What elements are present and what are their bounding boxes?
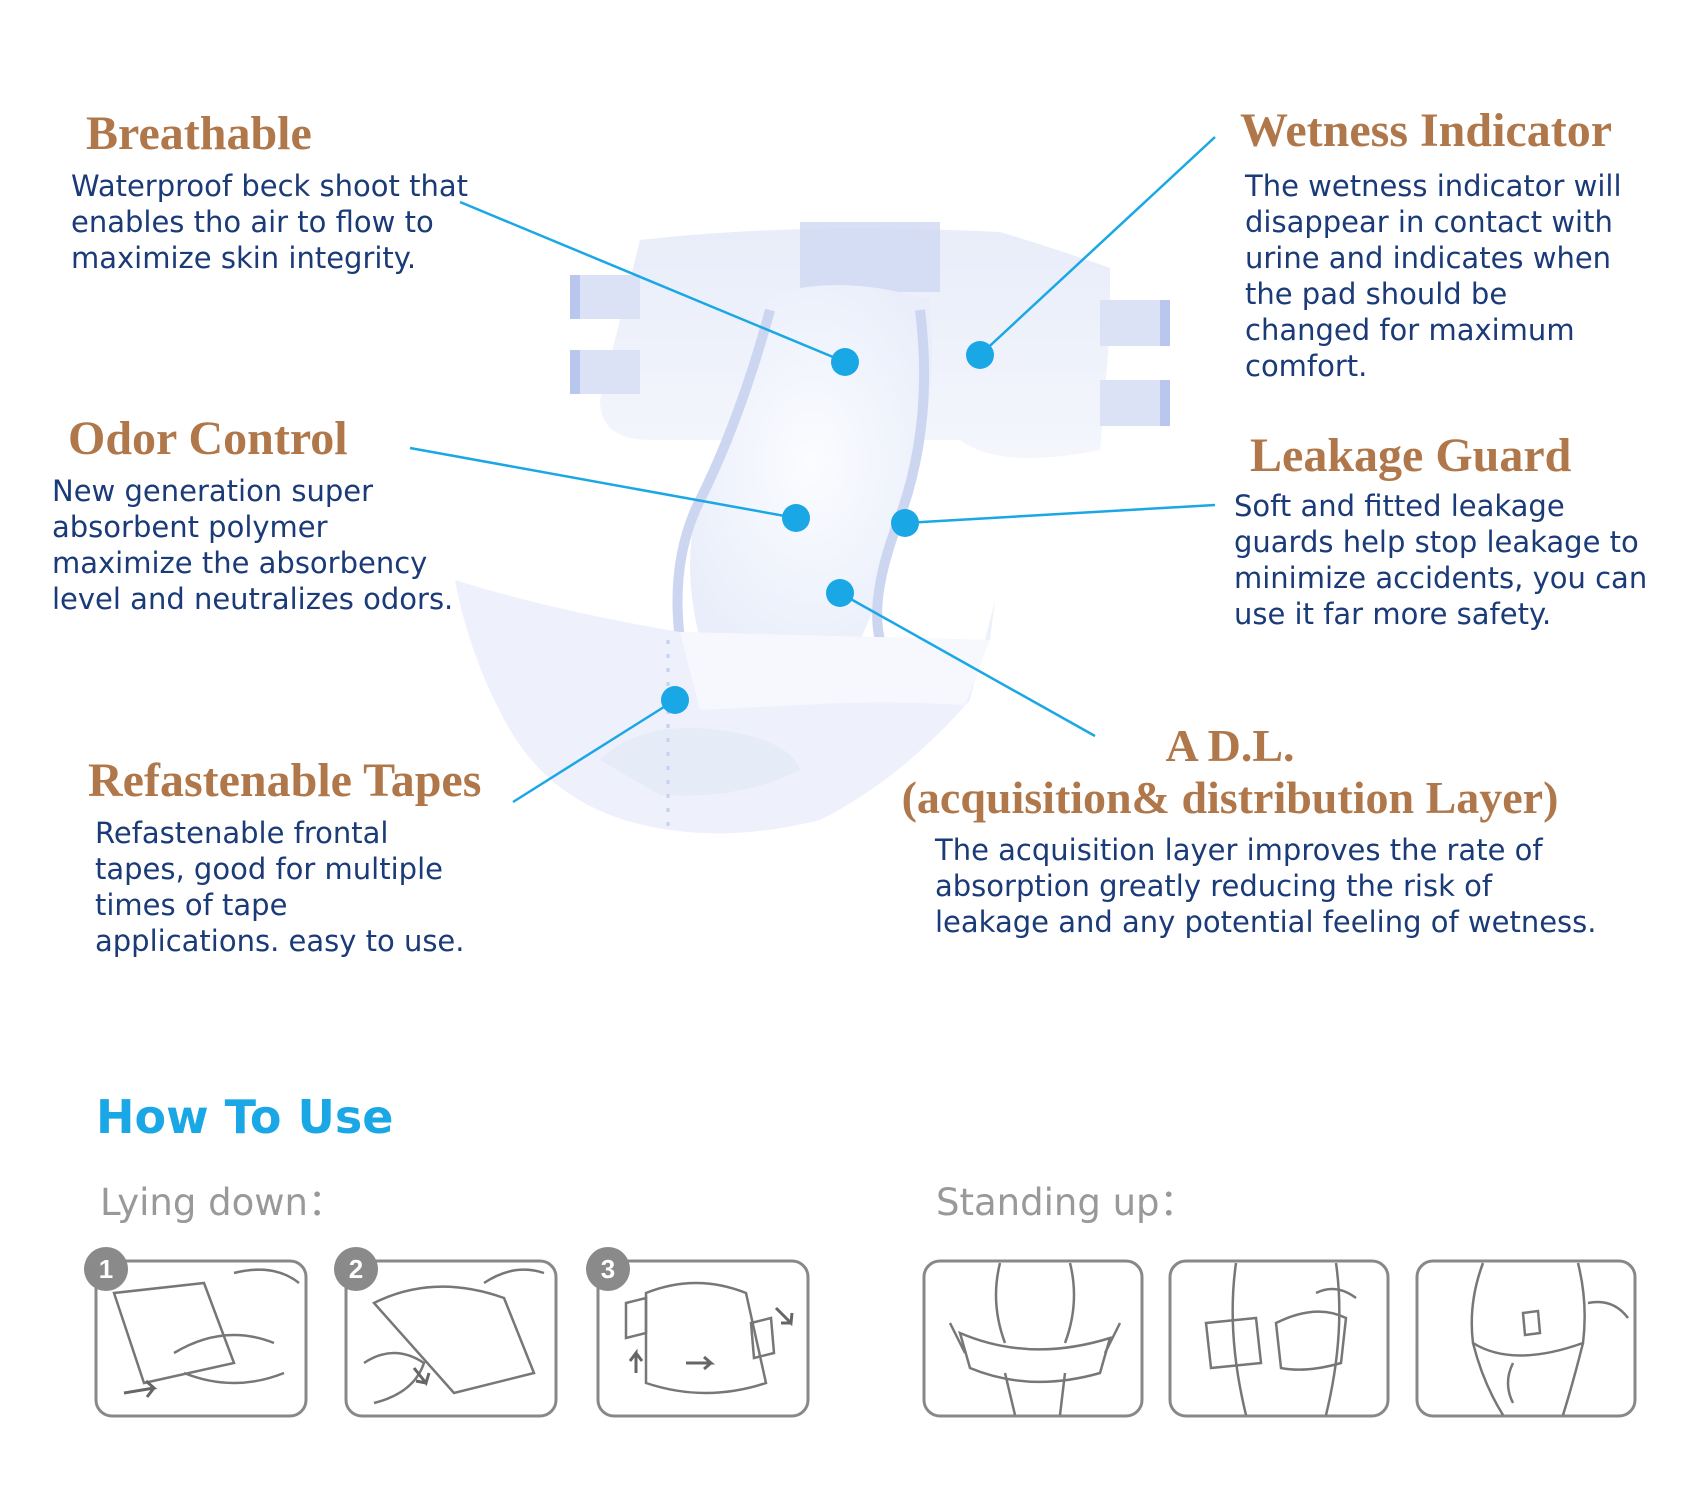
callout-line-adl	[839, 591, 1096, 738]
callout-line-leakage	[904, 503, 1216, 525]
callout-dot-wetness	[966, 341, 994, 369]
adl-desc: The acquisition layer improves the rate …	[935, 833, 1597, 939]
leakage-guard-desc: Soft and fitted leakage guards help stop…	[1234, 489, 1648, 631]
adl-title: A D.L. (acquisition& distribution Layer)	[880, 720, 1580, 824]
callout-lines	[409, 136, 1216, 804]
lying-step-3-panel: 3	[586, 1247, 810, 1418]
odor-control-title: Odor Control	[68, 412, 348, 465]
how-to-use-title: How To Use	[96, 1090, 394, 1144]
standing-step-3-panel	[1415, 1259, 1637, 1418]
standing-step-2-panel	[1168, 1259, 1390, 1418]
callout-dot-odor	[782, 504, 810, 532]
adl-title-line2: (acquisition& distribution Layer)	[901, 772, 1559, 823]
breathable-title: Breathable	[86, 107, 312, 160]
callout-dot-leakage	[891, 509, 919, 537]
standing-step-1-panel	[922, 1259, 1144, 1418]
lying-step-1-badge: 1	[99, 1254, 113, 1284]
refastenable-tapes-desc: Refastenable frontal tapes, good for mul…	[95, 816, 465, 958]
lying-step-2-badge: 2	[349, 1254, 363, 1284]
callout-dots	[661, 341, 994, 714]
callout-dot-tapes	[661, 686, 689, 714]
odor-control-desc: New generation super absorbent polymer m…	[52, 474, 454, 616]
callout-dot-adl	[826, 579, 854, 607]
lying-step-2-panel: 2	[334, 1247, 558, 1418]
wetness-indicator-title: Wetness Indicator	[1240, 104, 1612, 157]
callout-line-wetness	[979, 136, 1216, 356]
adl-title-line1: A D.L.	[1165, 720, 1295, 771]
callout-line-breathable	[459, 200, 846, 364]
lying-step-1-panel: 1	[84, 1247, 308, 1418]
refastenable-tapes-title: Refastenable Tapes	[88, 754, 482, 807]
callout-line-odor	[409, 446, 797, 520]
callout-dot-breathable	[831, 348, 859, 376]
breathable-desc: Waterproof beck shoot that enables tho a…	[71, 169, 468, 275]
callout-line-tapes	[512, 698, 676, 804]
lying-step-3-badge: 3	[601, 1254, 615, 1284]
leakage-guard-title: Leakage Guard	[1250, 429, 1572, 482]
standing-up-label: Standing up：	[936, 1181, 1197, 1224]
lying-down-label: Lying down：	[100, 1181, 345, 1224]
wetness-indicator-desc: The wetness indicator will disappear in …	[1245, 169, 1622, 383]
